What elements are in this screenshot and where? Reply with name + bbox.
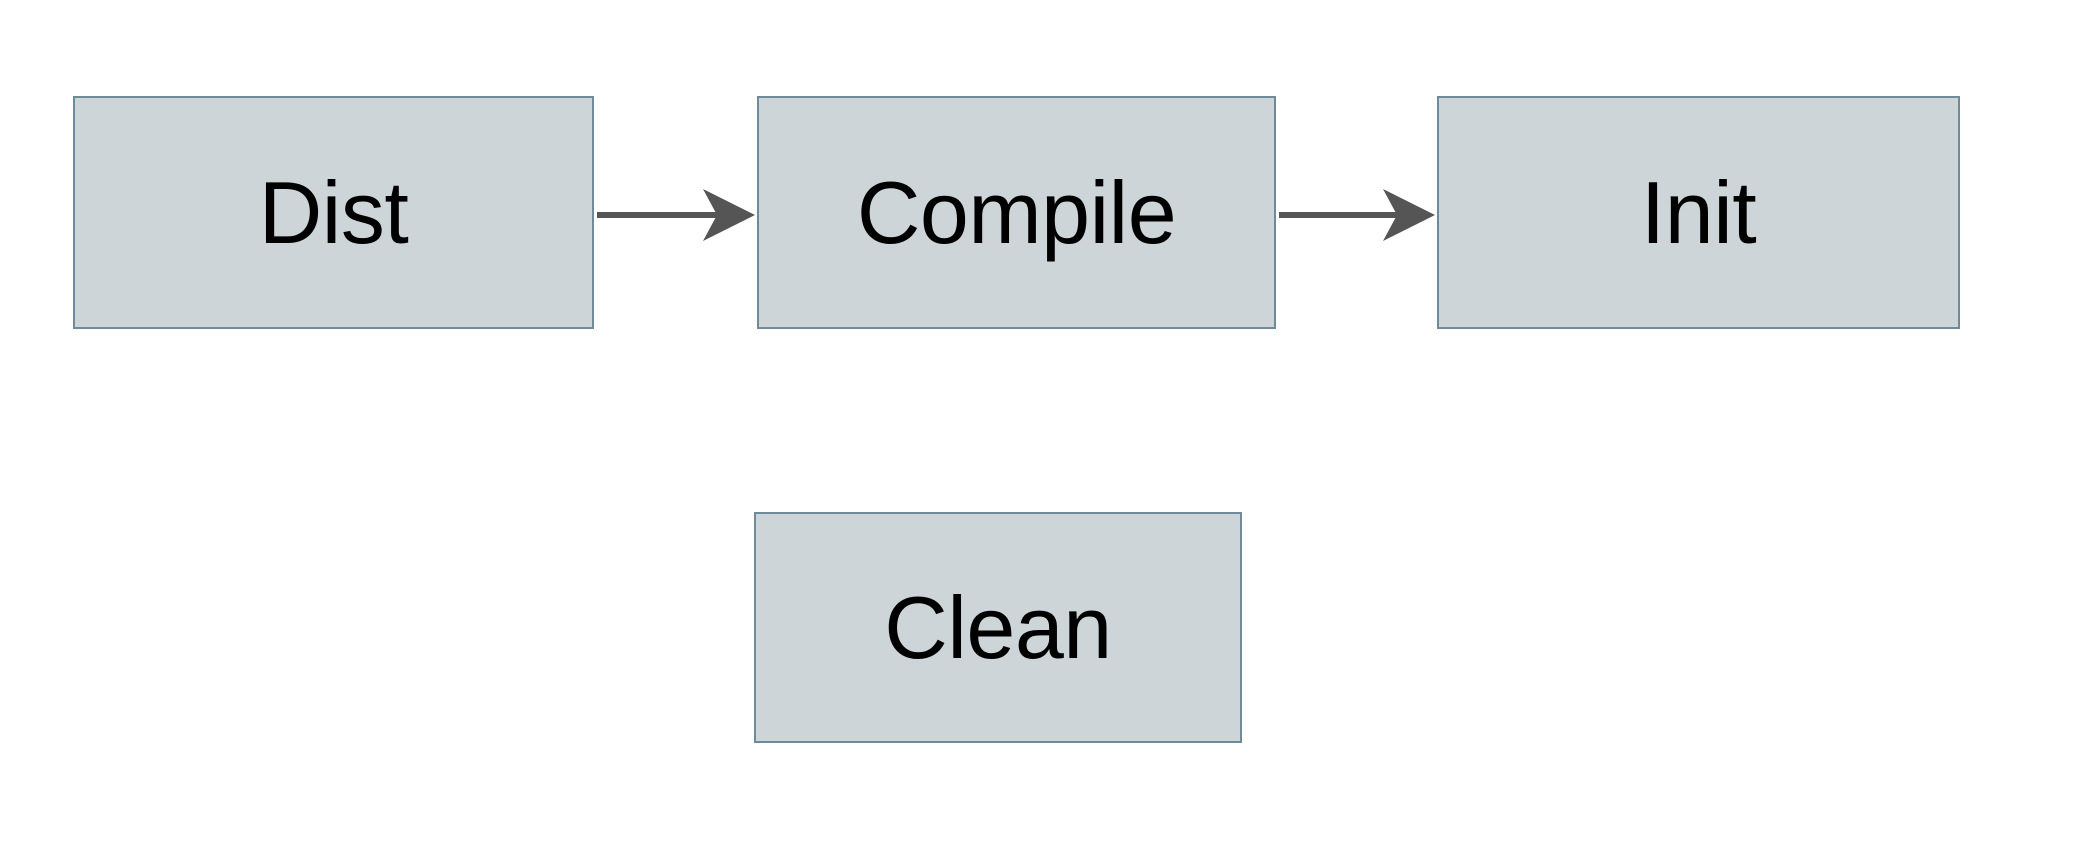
edge-dist-to-compile[interactable] bbox=[597, 185, 755, 245]
arrow-right-icon bbox=[1279, 189, 1435, 241]
node-compile[interactable]: Compile bbox=[757, 96, 1276, 329]
node-init-label: Init bbox=[1640, 162, 1757, 262]
node-compile-label: Compile bbox=[856, 162, 1177, 262]
node-clean-label: Clean bbox=[884, 577, 1112, 677]
arrow-right-icon bbox=[597, 189, 755, 241]
node-clean[interactable]: Clean bbox=[754, 512, 1242, 743]
edge-compile-to-init[interactable] bbox=[1279, 185, 1435, 245]
node-dist-label: Dist bbox=[258, 162, 409, 262]
node-dist[interactable]: Dist bbox=[73, 96, 594, 329]
node-init[interactable]: Init bbox=[1437, 96, 1960, 329]
